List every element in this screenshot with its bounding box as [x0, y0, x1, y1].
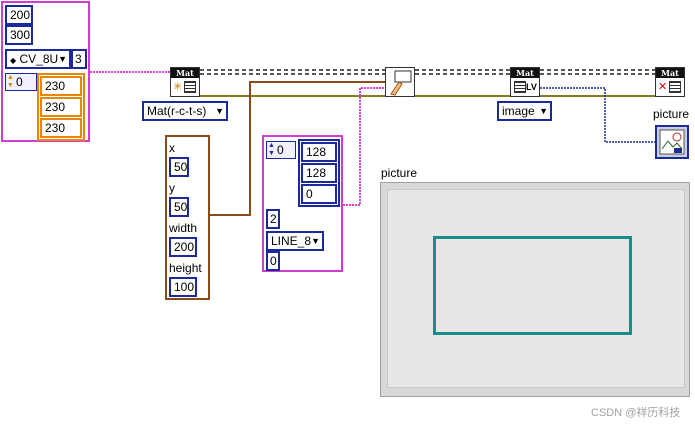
mat-create-header: Mat: [171, 68, 199, 78]
mat-delete-vi[interactable]: Mat ✕: [655, 67, 685, 97]
picture-indicator-label: picture: [381, 166, 418, 180]
width-input[interactable]: 200: [169, 237, 197, 257]
color-array-index-frame: ▲▼ 0: [266, 141, 296, 159]
lv-glyph: LV: [526, 82, 537, 92]
matrix-icon: [184, 81, 196, 93]
channels-input[interactable]: 3: [71, 49, 87, 69]
mat-ref-wire: [200, 69, 655, 75]
rows-input[interactable]: 200: [5, 5, 33, 25]
color-index-updown-icon[interactable]: ▲▼: [268, 142, 275, 157]
matrix-icon: [669, 81, 681, 93]
picture-terminal-icon: [659, 129, 685, 155]
updown-icon: ◆: [10, 56, 17, 65]
dropdown-icon: ▼: [539, 106, 548, 116]
dropdown-icon: ▼: [215, 106, 224, 116]
color-value-3[interactable]: 0: [301, 184, 337, 204]
color-array-index[interactable]: 0: [277, 143, 284, 157]
close-icon: ✕: [658, 81, 668, 93]
mat-constructor-ring[interactable]: Mat(r-c-t-s) ▼: [142, 101, 228, 121]
color-array-frame: 128 128 0: [298, 139, 340, 207]
input-cluster: 200 300 ◆ CV_8U ▼ 3 ▲▼ 0 230 230 230: [1, 1, 90, 142]
scalar-value-3[interactable]: 230: [40, 118, 82, 138]
scalar-value-1[interactable]: 230: [40, 76, 82, 96]
color-value-1[interactable]: 128: [301, 142, 337, 162]
cols-input[interactable]: 300: [5, 25, 33, 45]
picture-indicator: [380, 182, 690, 397]
picture-terminal-label: picture: [653, 107, 690, 121]
mat-constructor-value: Mat(r-c-t-s): [147, 104, 207, 118]
color-value-2[interactable]: 128: [301, 163, 337, 183]
scalar-value-2[interactable]: 230: [40, 97, 82, 117]
mat-create-vi[interactable]: Mat ✳: [170, 67, 200, 97]
thickness-input[interactable]: 2: [266, 209, 280, 229]
mat-to-lv-header: Mat: [511, 68, 539, 78]
watermark: CSDN @祥历科技: [591, 407, 681, 419]
rect-wire: [209, 81, 385, 216]
sparkle-icon: ✳: [173, 81, 183, 93]
y-input[interactable]: 50: [169, 197, 189, 217]
dropdown-icon: ▼: [311, 236, 320, 246]
draw-options-cluster: ▲▼ 0 128 128 0 2 LINE_8 ▼ 0: [262, 135, 343, 272]
height-label: height: [169, 261, 202, 275]
output-type-value: image: [502, 104, 535, 118]
x-input[interactable]: 50: [169, 157, 189, 177]
output-type-ring[interactable]: image ▼: [497, 101, 552, 121]
array-index[interactable]: 0: [16, 75, 23, 89]
index-updown-icon[interactable]: ▲▼: [7, 74, 14, 89]
line-type-value: LINE_8: [271, 234, 312, 248]
array-index-frame: ▲▼ 0: [5, 73, 37, 91]
y-label: y: [169, 181, 175, 195]
height-input[interactable]: 100: [169, 277, 197, 297]
draw-rectangle-icon: [390, 70, 412, 96]
draw-rectangle-vi[interactable]: [385, 67, 415, 97]
drawn-rectangle: [433, 236, 632, 335]
type-ring[interactable]: ◆ CV_8U ▼: [5, 49, 71, 69]
mat-to-lv-vi[interactable]: Mat LV: [510, 67, 540, 97]
rect-cluster: x 50 y 50 width 200 height 100: [165, 135, 210, 300]
type-ring-value: CV_8U: [19, 52, 59, 66]
matrix-icon: [514, 81, 526, 93]
picture-canvas: [387, 189, 685, 388]
picture-wire: [540, 87, 655, 143]
color-wire: [343, 87, 385, 206]
picture-terminal[interactable]: [655, 125, 689, 159]
mat-delete-header: Mat: [656, 68, 684, 78]
shift-input[interactable]: 0: [266, 251, 280, 271]
x-label: x: [169, 141, 175, 155]
width-label: width: [169, 221, 198, 235]
dropdown-icon: ▼: [58, 54, 67, 64]
line-type-ring[interactable]: LINE_8 ▼: [266, 231, 324, 251]
scalar-array-frame: 230 230 230: [37, 73, 85, 141]
